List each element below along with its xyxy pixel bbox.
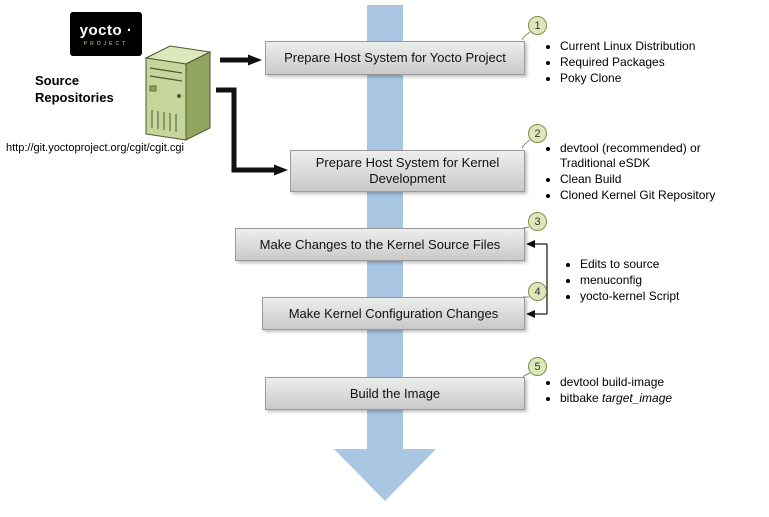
list-item: devtool (recommended) or Traditional eSD…	[560, 141, 737, 171]
step-5-label: Build the Image	[349, 385, 441, 401]
source-repositories-label: Source Repositories	[35, 73, 114, 105]
step-2-bullets: devtool (recommended) or Traditional eSD…	[547, 141, 737, 204]
step-3-number: 3	[528, 212, 547, 231]
step-5-number: 5	[528, 357, 547, 376]
list-item: Poky Clone	[560, 71, 752, 86]
yocto-logo-subtitle: PROJECT	[83, 40, 129, 47]
step-5-box: Build the Image	[265, 377, 525, 410]
source-repositories-url: http://git.yoctoproject.org/cgit/cgit.cg…	[6, 142, 184, 154]
step-1-bullets: Current Linux Distribution Required Pack…	[547, 39, 752, 87]
list-item: Required Packages	[560, 55, 752, 70]
list-item: yocto-kernel Script	[580, 289, 737, 304]
step-3-box: Make Changes to the Kernel Source Files	[235, 228, 525, 261]
step-4-box: Make Kernel Configuration Changes	[262, 297, 525, 330]
steps-3-4-shared-bullets: Edits to source menuconfig yocto-kernel …	[567, 257, 737, 305]
list-item: Clean Build	[560, 172, 737, 187]
step-2-label: Prepare Host System for Kernel Developme…	[315, 155, 500, 186]
step-5-bullets: devtool build-image bitbake target_image	[547, 375, 737, 407]
step-2-number: 2	[528, 124, 547, 143]
yocto-logo: yocto · PROJECT	[70, 12, 142, 56]
server-icon	[144, 45, 212, 141]
circle-2-tail	[521, 139, 531, 149]
list-item: devtool build-image	[560, 375, 737, 390]
step-4-label: Make Kernel Configuration Changes	[288, 305, 499, 321]
bullet-italic-text: target_image	[602, 391, 673, 405]
step-1-label: Prepare Host System for Yocto Project	[284, 50, 506, 65]
list-item: menuconfig	[580, 273, 737, 288]
yocto-logo-title: yocto ·	[79, 21, 133, 39]
list-item: Edits to source	[580, 257, 737, 272]
step-4-number: 4	[528, 282, 547, 301]
circle-1-tail	[521, 31, 531, 41]
step-3-label: Make Changes to the Kernel Source Files	[259, 236, 501, 252]
step-1-box: Prepare Host System for Yocto Project	[265, 41, 525, 75]
list-item: bitbake target_image	[560, 391, 737, 406]
list-item: Current Linux Distribution	[560, 39, 752, 54]
arrow-to-step-2	[216, 87, 288, 176]
step-2-box: Prepare Host System for Kernel Developme…	[290, 150, 525, 192]
bullet-text: bitbake	[560, 391, 603, 405]
list-item: Cloned Kernel Git Repository	[560, 188, 737, 203]
step-1-number: 1	[528, 16, 547, 35]
